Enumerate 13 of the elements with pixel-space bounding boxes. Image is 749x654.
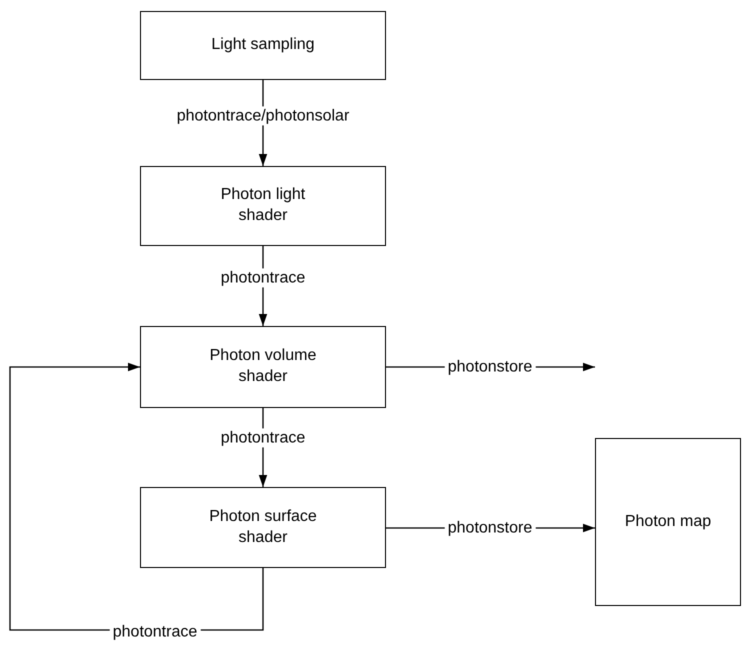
edge-label: photontrace (110, 622, 200, 642)
process-box (140, 166, 386, 246)
box-label: Photon map (624, 512, 712, 532)
box-label: Light sampling (210, 35, 316, 56)
box-label: Photon volume shader (208, 346, 318, 387)
box-label: Photon light shader (220, 185, 306, 226)
process-box (140, 11, 386, 80)
process-box (595, 438, 741, 606)
box-label: Photon surface shader (208, 506, 318, 548)
process-box (140, 487, 386, 568)
edge-label: photonstore (444, 357, 536, 377)
edge-label: photonstore (444, 518, 536, 538)
process-box (140, 326, 386, 408)
